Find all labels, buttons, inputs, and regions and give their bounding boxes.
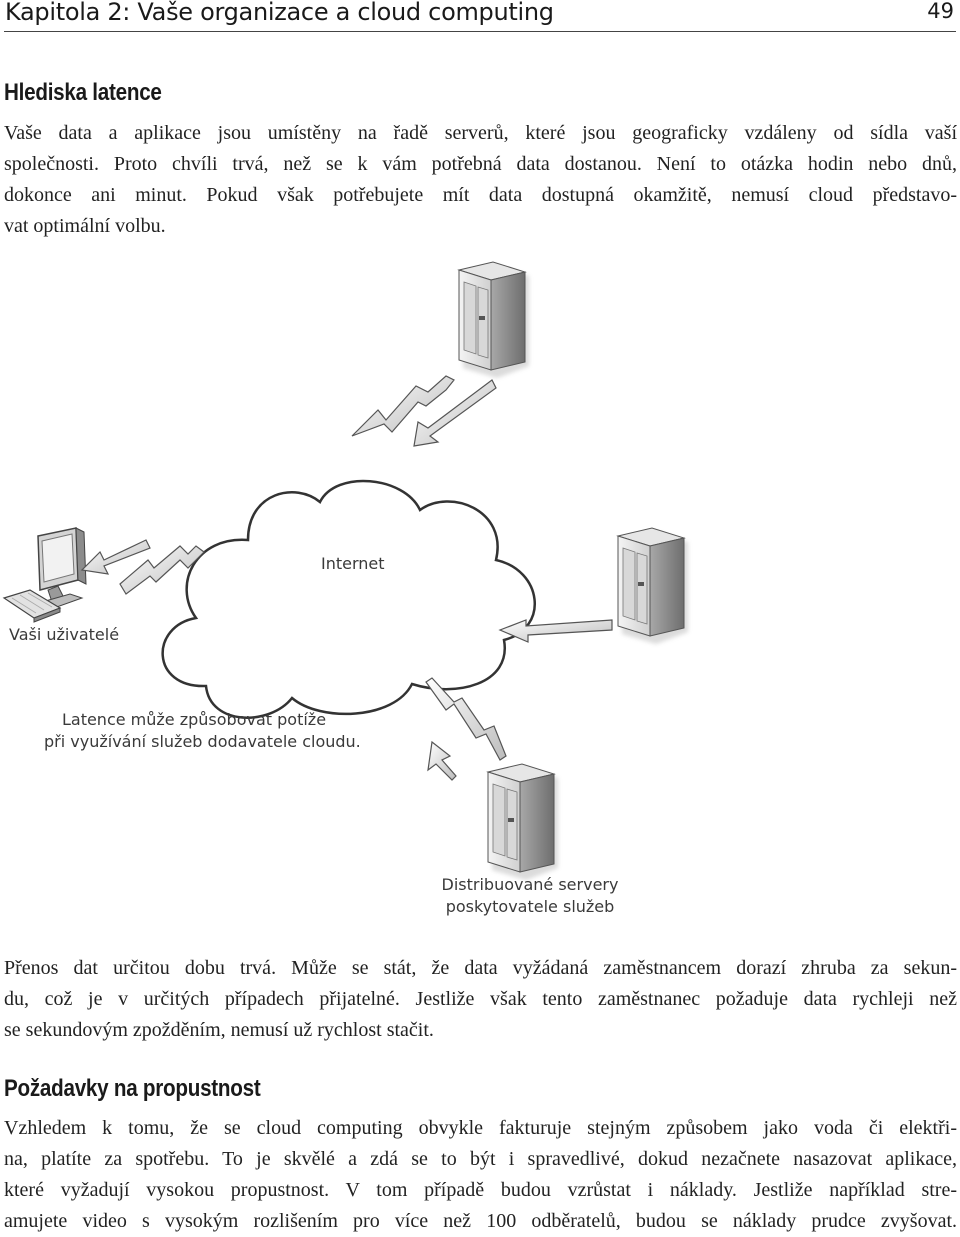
arrow-icon: [498, 619, 613, 643]
server-icon: [457, 261, 529, 378]
cloud-icon: [161, 479, 537, 719]
servers-caption-line: Distribuované servery: [441, 875, 619, 894]
internet-label: Internet: [321, 554, 385, 573]
running-header-title: Kapitola 2: Vaše organizace a cloud comp…: [5, 0, 554, 26]
text-line: Přenos dat určitou dobu trvá. Může se st…: [4, 957, 957, 979]
text-line: du, což je v určitých případech přijatel…: [4, 988, 957, 1010]
paragraph-throughput: Vzhledem k tomu, že se cloud computing o…: [4, 1113, 957, 1237]
lightning-arrow-icon: [425, 677, 507, 781]
text-line: které vyžadují vysokou propustnost. V to…: [4, 1179, 957, 1201]
text-line: se sekundovým zpožděním, nemusí už rychl…: [4, 1019, 434, 1041]
text-line: Vzhledem k tomu, že se cloud computing o…: [4, 1117, 957, 1139]
section-heading-latency: Hlediska latence: [4, 79, 162, 106]
servers-caption-line: poskytovatele služeb: [445, 897, 615, 916]
computer-icon: [2, 527, 87, 623]
text-line: dokonce ani minut. Pokud však potřebujet…: [4, 184, 957, 206]
users-label: Vaši uživatelé: [9, 625, 120, 644]
lightning-arrow-icon: [351, 375, 497, 447]
latency-caption-line: Latence může způsobovat potíže: [61, 710, 327, 729]
text-line: Vaše data a aplikace jsou umístěny na řa…: [4, 122, 957, 144]
latency-caption-line: při využívání služeb dodavatele cloudu.: [44, 732, 361, 751]
header-rule: [4, 31, 956, 32]
server-icon: [616, 527, 688, 644]
latency-caption: Latence může způsobovat potíže při využí…: [44, 709, 361, 753]
lightning-arrow-icon: [80, 539, 205, 595]
paragraph-data-transfer: Přenos dat určitou dobu trvá. Může se st…: [4, 953, 957, 1046]
paragraph-latency: Vaše data a aplikace jsou umístěny na řa…: [4, 118, 957, 242]
text-line: společnosti. Proto chvíli trvá, než se k…: [4, 153, 957, 175]
text-line: na, platíte za spotřebu. To je skvělé a …: [4, 1148, 957, 1170]
text-line: amujete video s vysokým rozlišením pro v…: [4, 1210, 957, 1232]
latency-diagram: Internet Vaši uživatelé Latence může způ…: [0, 240, 960, 940]
section-heading-throughput: Požadavky na propustnost: [4, 1075, 261, 1102]
servers-caption: Distribuované servery poskytovatele služ…: [430, 874, 630, 918]
page-number: 49: [927, 0, 954, 23]
text-line: vat optimální volbu.: [4, 215, 166, 237]
server-icon: [486, 763, 558, 880]
diagram-graphics: [2, 261, 688, 880]
